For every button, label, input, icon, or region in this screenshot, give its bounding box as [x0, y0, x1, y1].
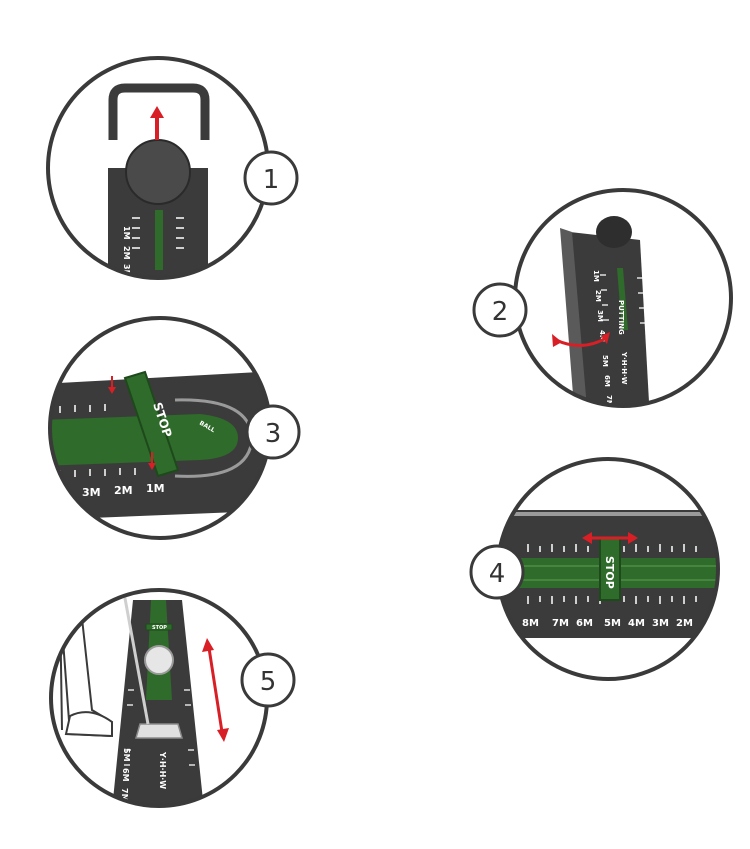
- tick-label-3m: 3M: [122, 264, 131, 278]
- tick-label-1m: 1M: [122, 226, 131, 240]
- step-3-number: 3: [265, 419, 282, 449]
- tick-label-2m: 2M: [114, 484, 133, 497]
- tick-label-8m-partial: 8M: [522, 618, 539, 629]
- mat-folded-end: [570, 232, 650, 406]
- step-1-number: 1: [263, 165, 280, 195]
- golfer-shoe: [64, 711, 113, 738]
- step-2-number: 2: [492, 297, 509, 327]
- mat-side-edge: [560, 228, 588, 406]
- mat-green-lane: [50, 414, 238, 466]
- tick-label-4m: 4M: [628, 618, 645, 629]
- step-5-badge: [240, 652, 296, 708]
- mat-green-stripe: [155, 210, 163, 270]
- tick-label-6m: 6M: [576, 618, 593, 629]
- step-1-illustration: 1M 2M 3M 1: [46, 56, 299, 280]
- step-5-illustration: STOP 5M 6M 7M Y·H·H·W 5: [49, 588, 296, 808]
- tick-label-6m: 6M: [603, 375, 611, 387]
- tick-label-2m: 2M: [122, 246, 131, 260]
- distance-arrow-head-up-icon: [202, 638, 214, 652]
- tick-label-3m: 3M: [596, 310, 604, 322]
- stop-label: STOP: [152, 625, 167, 631]
- rotate-arrow-head-left-icon: [552, 334, 562, 347]
- arrow-up-head-icon: [150, 106, 164, 118]
- mat-green-stripe: [617, 268, 628, 330]
- putter-head: [135, 723, 183, 739]
- tick-label-6m: 6M: [121, 768, 130, 782]
- step-5-number: 5: [260, 667, 277, 697]
- step-2-badge: [472, 282, 528, 338]
- stop-bar: [123, 370, 180, 478]
- step-3-illustration: 3M 2M 1M BALL STOP 3: [48, 316, 301, 540]
- tick-label-3m: 3M: [652, 618, 669, 629]
- tick-label-2m: 2M: [594, 290, 602, 302]
- tick-label-5m: 5M: [604, 618, 621, 629]
- tick-label-1m: 1M: [146, 482, 165, 495]
- tick-label-5m: 5M: [122, 748, 131, 762]
- distance-arrow-head-down-icon: [217, 728, 229, 742]
- brand-label: Y·H·H·W: [158, 751, 167, 789]
- step-2-illustration: 1M 2M 3M 4M 5M 6M 7M PUTTING Y·H·H·W 2: [472, 188, 733, 408]
- tick-label-1m: 1M: [592, 270, 600, 282]
- slide-arrow-head-left-icon: [582, 532, 592, 544]
- step-3-badge: [245, 404, 301, 460]
- step-1-badge: [243, 150, 299, 206]
- mat-end-cap: [125, 139, 191, 205]
- brand-label: Y·H·H·W: [620, 351, 628, 385]
- step-4-badge: [469, 544, 525, 600]
- tick-label-7m: 7M: [120, 788, 129, 802]
- putting-label: PUTTING: [617, 300, 625, 335]
- step-4-illustration: 8M 7M 6M 5M 4M 3M 2M STOP 4: [469, 457, 720, 681]
- mat-end-cap: [596, 216, 632, 248]
- golf-ball: [144, 645, 174, 675]
- slide-arrow-head-right-icon: [628, 532, 638, 544]
- rotate-arrow-head-right-icon: [601, 332, 610, 344]
- tick-label-5m: 5M: [601, 355, 609, 367]
- tick-label-3m: 3M: [82, 486, 101, 499]
- tick-label-7m: 7M: [605, 395, 613, 407]
- lift-bracket-icon: [108, 83, 210, 140]
- arrow-down-head-icon: [148, 463, 156, 470]
- step-4-number: 4: [489, 559, 506, 589]
- stop-label: STOP: [603, 556, 616, 589]
- distance-arrow-icon: [207, 647, 224, 733]
- stop-bar: [145, 623, 173, 631]
- arrow-down-head-icon: [108, 387, 116, 394]
- tick-label-2m: 2M: [676, 618, 693, 629]
- putter-shaft: [116, 590, 150, 725]
- tick-label-7m: 7M: [552, 618, 569, 629]
